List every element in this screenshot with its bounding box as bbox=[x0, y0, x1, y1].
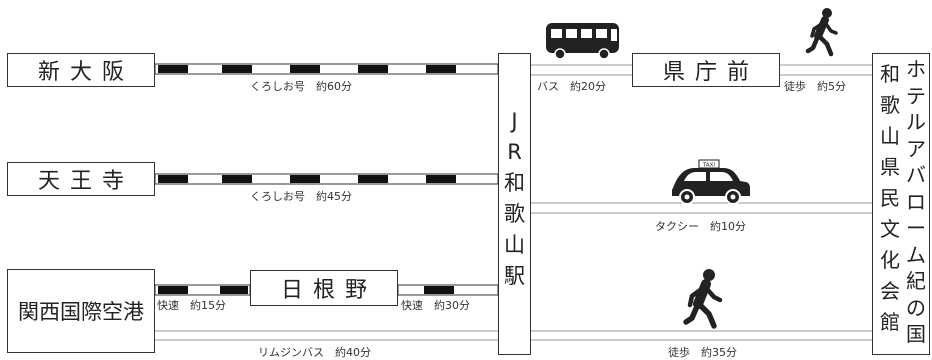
char: の bbox=[906, 295, 926, 320]
walk-line-5 bbox=[780, 64, 872, 76]
origin-shin-osaka: 新大阪 bbox=[7, 53, 155, 87]
route-label-taxi-10: タクシー 約10分 bbox=[655, 220, 746, 233]
char: ロ bbox=[906, 189, 926, 214]
char: 和 bbox=[504, 171, 525, 195]
char: 会 bbox=[880, 279, 900, 303]
char: 和 bbox=[880, 62, 900, 86]
route-label-kuroshio-45: くろしお号 約45分 bbox=[250, 190, 352, 203]
station-jr-wakayama: J R 和 歌 山 駅 bbox=[498, 53, 531, 355]
pedestrian-icon bbox=[683, 269, 723, 329]
station-kencho-mae: 県庁前 bbox=[632, 53, 780, 87]
jr-wakayama-label: J R 和 歌 山 駅 bbox=[499, 106, 530, 292]
walk-line-35 bbox=[531, 330, 872, 341]
char: 館 bbox=[880, 310, 900, 334]
char: 県 bbox=[880, 155, 900, 179]
destination-col-right: ホ テ ル ア バ ロ ー ム 紀 の 国 bbox=[903, 56, 929, 348]
char: ホ bbox=[906, 57, 926, 81]
char: 化 bbox=[880, 248, 900, 272]
char: J bbox=[511, 109, 518, 133]
origin-label: 新大阪 bbox=[37, 60, 134, 85]
limousine-bus-line bbox=[155, 330, 498, 341]
char: ー bbox=[906, 216, 926, 240]
char: バ bbox=[906, 163, 926, 187]
bus-icon bbox=[546, 23, 619, 60]
origin-label: 天王寺 bbox=[37, 169, 134, 194]
char: テ bbox=[906, 83, 926, 108]
route-label-kuroshio-60: くろしお号 約60分 bbox=[250, 80, 352, 93]
destination-col-left: 和 歌 山 県 民 文 化 会 館 bbox=[877, 59, 903, 338]
char: ム bbox=[906, 242, 926, 267]
station-label: 日根野 bbox=[280, 278, 377, 303]
char: 歌 bbox=[880, 93, 900, 117]
track-shin-osaka bbox=[154, 63, 499, 75]
char: 山 bbox=[504, 233, 525, 257]
char: 文 bbox=[880, 217, 900, 241]
origin-label: 関西国際空港 bbox=[18, 300, 144, 324]
char: ア bbox=[906, 136, 926, 161]
taxi-sign-label: TAXI bbox=[702, 163, 715, 169]
bus-line bbox=[531, 64, 632, 76]
destination-hotel-avalom: 和 歌 山 県 民 文 化 会 館 ホ テ ル ア バ ロ ー ム 紀 の 国 bbox=[872, 53, 930, 355]
origin-tennoji: 天王寺 bbox=[7, 162, 155, 196]
char: 民 bbox=[880, 186, 900, 210]
char: 歌 bbox=[504, 202, 525, 226]
track-tennoji bbox=[154, 173, 499, 185]
route-label-rapid-30: 快速 約30分 bbox=[401, 299, 470, 312]
station-label: 県庁前 bbox=[662, 60, 759, 85]
taxi-line bbox=[531, 202, 872, 214]
char: 駅 bbox=[504, 264, 525, 288]
route-label-walk-35: 徒歩 約35分 bbox=[668, 346, 737, 359]
route-label-walk-5: 徒歩 約5分 bbox=[784, 80, 846, 93]
char: ル bbox=[906, 110, 926, 134]
route-label-rapid-15: 快速 約15分 bbox=[157, 299, 226, 312]
char: 国 bbox=[906, 322, 926, 346]
station-hine-no: 日根野 bbox=[250, 270, 398, 306]
route-label-limousine-bus: リムジンバス 約40分 bbox=[258, 346, 371, 359]
char: 紀 bbox=[906, 269, 926, 293]
char: 山 bbox=[880, 124, 900, 148]
pedestrian-icon bbox=[805, 8, 838, 57]
origin-kansai-airport: 関西国際空港 bbox=[7, 269, 155, 353]
route-label-bus-20: バス 約20分 bbox=[537, 80, 606, 93]
char: R bbox=[507, 140, 522, 164]
taxi-icon: TAXI bbox=[672, 159, 750, 205]
